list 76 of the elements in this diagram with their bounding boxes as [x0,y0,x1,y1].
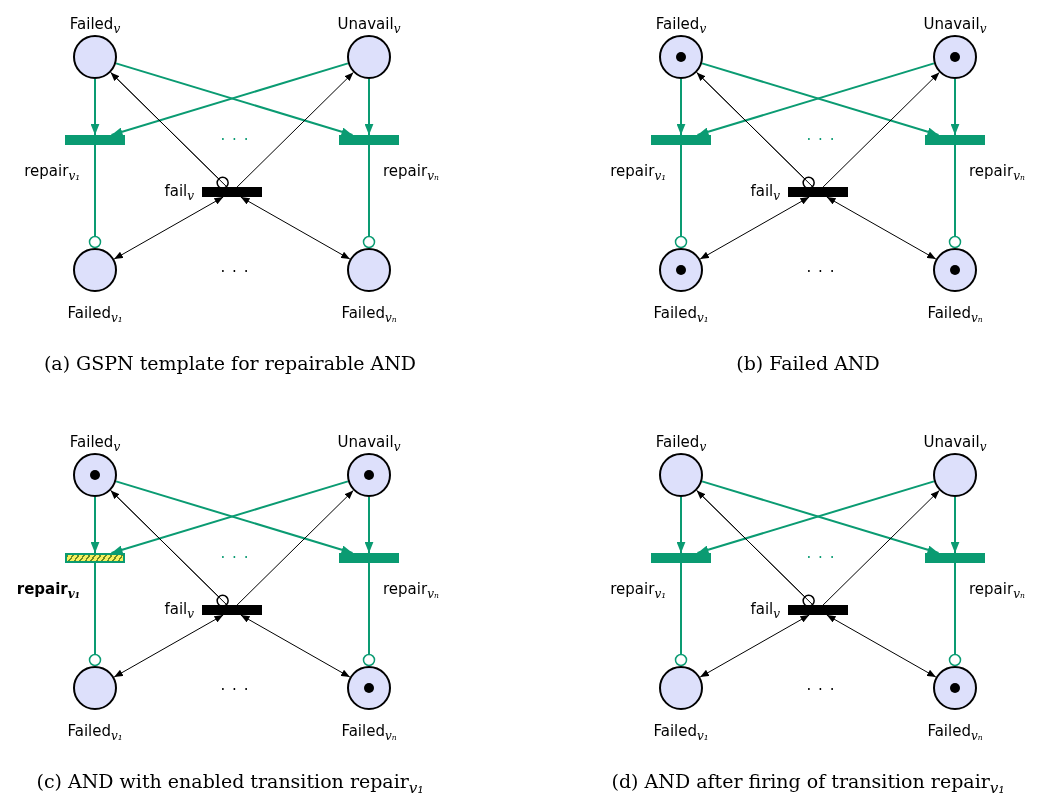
arc-arrow [113,614,224,678]
transition-label: repair$_{v₁}$ [610,580,666,598]
arc-arrow [236,71,354,188]
arc-arrow [822,489,940,606]
ellipsis: · · · [220,681,250,699]
place-label: Failed$_{vₙ}$ [927,304,983,322]
arc-arrow [826,196,937,260]
transition-label: repair$_{vₙ}$ [383,162,439,180]
arc-arrow [676,78,686,136]
token-dot [950,683,960,693]
place-label: Unavail$_{v}$ [337,433,401,451]
token-dot [950,265,960,275]
transition-label: fail$_{v}$ [164,182,194,200]
arc-arrow [826,614,937,678]
place-label: Failed$_{v}$ [655,15,707,33]
arc-arrow [113,196,224,260]
token-dot [364,470,374,480]
inhibitor-arc [674,562,688,667]
inhibitor-arc [362,562,376,667]
inhibitor-arc [674,144,688,249]
ellipsis: · · · [220,263,250,281]
arc-arrow [236,489,354,606]
place-label: Unavail$_{v}$ [337,15,401,33]
ellipsis: · · · [220,131,250,149]
transition-label: repair$_{v₁}$ [16,580,80,598]
transition-label: repair$_{vₙ}$ [969,162,1025,180]
place-label: Unavail$_{v}$ [923,433,987,451]
subfigure-caption: (c) AND with enabled transition repair$_{v₁}$ [36,770,424,792]
place-label: Failed$_{v₁}$ [653,722,709,740]
inhibitor-arc [948,562,962,667]
token-dot [90,470,100,480]
transition-label: repair$_{vₙ}$ [969,580,1025,598]
transition-label: repair$_{vₙ}$ [383,580,439,598]
ellipsis: · · · [806,263,836,281]
ellipsis: · · · [806,681,836,699]
transition-label: fail$_{v}$ [750,182,780,200]
place-label: Failed$_{vₙ}$ [927,722,983,740]
inhibitor-arc [88,144,102,249]
inhibitor-arc [362,144,376,249]
arc-arrow [364,78,374,136]
place-label: Failed$_{vₙ}$ [341,304,397,322]
arc-arrow [90,496,100,554]
arc-arrow [699,196,810,260]
token-dot [950,52,960,62]
arc-arrow [364,496,374,554]
subfigure-caption: (d) AND after firing of transition repair$_{v₁}$ [611,770,1005,792]
token-dot [676,52,686,62]
subfigure-caption: (b) Failed AND [736,352,880,374]
arc-arrow [950,496,960,554]
token-dot [676,265,686,275]
place-label: Failed$_{v₁}$ [653,304,709,322]
place-label: Failed$_{v}$ [69,433,121,451]
place-label: Failed$_{v₁}$ [67,722,123,740]
subfigure-caption: (a) GSPN template for repairable AND [43,352,417,374]
arc-arrow [676,496,686,554]
transition-label: fail$_{v}$ [164,600,194,618]
arc-arrow [240,196,351,260]
place-label: Unavail$_{v}$ [923,15,987,33]
arc-arrow [90,78,100,136]
ellipsis: · · · [220,549,250,567]
ellipsis: · · · [806,549,836,567]
arc-arrow [699,614,810,678]
inhibitor-arc [88,562,102,667]
arc-arrow [822,71,940,188]
place-label: Failed$_{vₙ}$ [341,722,397,740]
place-label: Failed$_{v}$ [69,15,121,33]
place-label: Failed$_{v₁}$ [67,304,123,322]
arc-arrow [950,78,960,136]
ellipsis: · · · [806,131,836,149]
transition-label: repair$_{v₁}$ [610,162,666,180]
token-dot [364,683,374,693]
transition-label: fail$_{v}$ [750,600,780,618]
place-label: Failed$_{v}$ [655,433,707,451]
transition-label: repair$_{v₁}$ [24,162,80,180]
inhibitor-arc [948,144,962,249]
arc-arrow [240,614,351,678]
